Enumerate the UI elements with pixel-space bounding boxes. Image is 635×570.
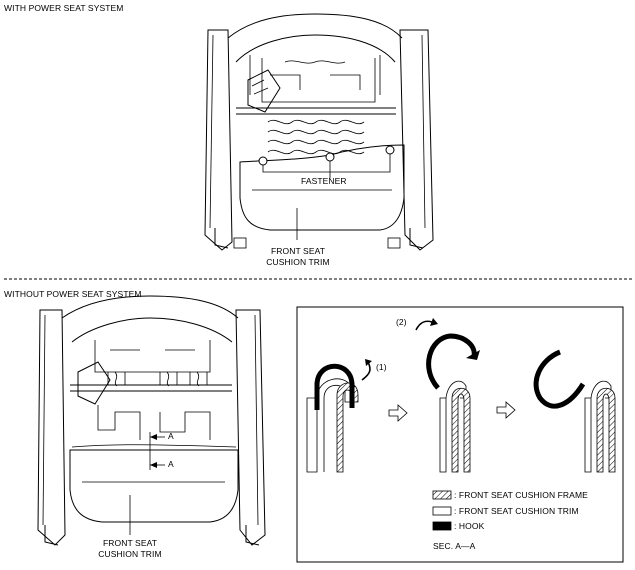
legend-swatch-trim	[432, 506, 452, 516]
section-mark-upper: A	[168, 431, 174, 441]
top-trim-label-line2: CUSHION TRIM	[266, 257, 330, 267]
step-arrow-1	[388, 404, 408, 422]
section-a-a-label: SEC. A—A	[433, 541, 476, 551]
section-title-with-power: WITH POWER SEAT SYSTEM	[4, 3, 124, 13]
top-seat-illustration	[204, 13, 434, 251]
section-title-without-power: WITHOUT POWER SEAT SYSTEM	[4, 289, 142, 299]
detail-stage-1	[306, 359, 372, 473]
step-1-label: (1)	[376, 362, 387, 372]
detail-stage-2	[415, 318, 480, 473]
section-detail-box	[296, 306, 624, 563]
fastener-label: FASTENER	[301, 176, 347, 186]
top-trim-label-line1: FRONT SEAT	[270, 246, 326, 256]
legend-swatch-hook	[432, 521, 452, 531]
bottom-trim-label-line2: CUSHION TRIM	[98, 549, 162, 559]
section-mark-lower: A	[168, 459, 174, 469]
bottom-seat-illustration	[37, 295, 266, 546]
legend-hook-label: : HOOK	[454, 521, 485, 531]
legend-trim-label: : FRONT SEAT CUSHION TRIM	[454, 506, 579, 516]
detail-stage-3	[533, 349, 616, 473]
legend-swatch-frame	[432, 490, 452, 500]
step-arrow-2	[496, 401, 516, 419]
legend-frame-label: : FRONT SEAT CUSHION FRAME	[454, 490, 588, 500]
step-2-label: (2)	[396, 317, 407, 327]
bottom-trim-label-line1: FRONT SEAT	[102, 538, 158, 548]
